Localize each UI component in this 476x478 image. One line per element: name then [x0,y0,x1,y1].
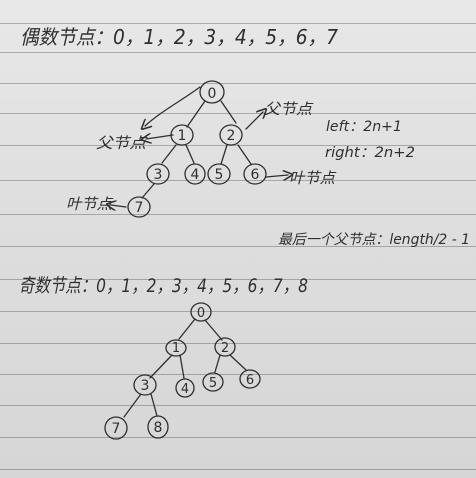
odd-node-4: 4 [175,378,195,398]
formula-right: right：2n+2 [325,145,415,161]
svg-text:3: 3 [154,167,163,183]
even-node-2: 2 [219,124,243,146]
odd-edge-3-8 [150,393,158,417]
odd-node-3: 3 [133,374,157,396]
rule-line [0,52,476,53]
odd-edge-2-6 [229,354,247,371]
svg-text:6: 6 [251,167,260,183]
formula-last-parent: 最后一个父节点：length/2 - 1 [278,232,470,248]
odd-node-5: 5 [202,372,224,392]
even-tree: 0 1 2 3 4 5 6 [127,80,267,218]
parent-label-right: 父节点 [264,100,314,118]
odd-heading: 奇数节点：0，1，2，3，4，5，6，7，8 [19,275,308,297]
odd-edge-1-3 [149,354,173,379]
even-edge-3-7 [141,183,155,199]
svg-text:4: 4 [191,167,200,183]
svg-text:3: 3 [141,378,150,394]
odd-edge-1-4 [179,354,185,379]
even-node-1: 1 [170,124,194,146]
even-heading: 偶数节点：0，1，2，3，4，5，6，7 [20,25,338,49]
leaf-arrow-right [265,175,288,177]
rule-line [0,246,476,247]
even-edge-2-5 [220,144,228,165]
leaf-arrow-left [111,205,127,207]
rule-line [0,279,476,280]
parent-arrow-left [145,86,201,126]
odd-node-2: 2 [214,337,236,357]
svg-text:7: 7 [112,421,121,437]
even-node-4: 4 [184,163,206,185]
svg-text:5: 5 [209,376,217,391]
parent-arrow-left-2 [146,135,174,139]
parent-arrow-right [245,112,263,130]
formula-left: left：2n+1 [326,119,402,135]
leaf-label-left: 叶节点 [66,195,114,213]
odd-edge-2-5 [214,354,221,373]
svg-text:1: 1 [172,341,180,356]
rule-line [0,180,476,181]
odd-node-1: 1 [165,339,187,357]
rule-line [0,23,476,24]
rule-line [0,83,476,84]
rule-line [0,343,476,344]
svg-text:2: 2 [221,341,229,356]
odd-edge-0-1 [178,318,196,340]
rule-line [0,437,476,438]
even-node-3: 3 [146,163,170,185]
svg-text:6: 6 [246,373,254,388]
odd-node-7: 7 [104,416,128,440]
odd-node-6: 6 [239,369,261,389]
svg-text:1: 1 [178,128,187,144]
rule-line [0,214,476,215]
rule-line [0,311,476,312]
svg-text:8: 8 [154,420,163,436]
svg-text:5: 5 [215,167,224,183]
odd-edge-0-2 [204,319,223,341]
rule-line [0,113,476,114]
rule-line [0,405,476,406]
rule-line [0,374,476,375]
even-edge-2-6 [237,144,252,165]
rule-line [0,469,476,470]
svg-text:2: 2 [227,128,236,144]
svg-text:7: 7 [135,200,144,216]
odd-tree: 0 1 2 3 4 5 6 [104,302,261,440]
odd-node-8: 8 [147,415,169,439]
even-node-0: 0 [199,80,225,104]
even-edge-0-1 [186,100,206,128]
even-node-6: 6 [243,163,267,185]
even-node-5: 5 [207,163,231,185]
svg-text:0: 0 [197,306,205,321]
even-edge-1-4 [185,144,195,164]
even-edge-0-2 [220,100,237,124]
odd-node-0: 0 [190,302,212,322]
even-edge-1-3 [161,144,177,164]
leaf-label-right: 叶节点 [289,169,337,187]
even-node-7: 7 [127,196,151,218]
odd-edge-3-7 [123,393,142,418]
svg-text:0: 0 [208,86,217,102]
parent-label-left: 父节点 [96,134,148,152]
svg-text:4: 4 [181,382,189,397]
